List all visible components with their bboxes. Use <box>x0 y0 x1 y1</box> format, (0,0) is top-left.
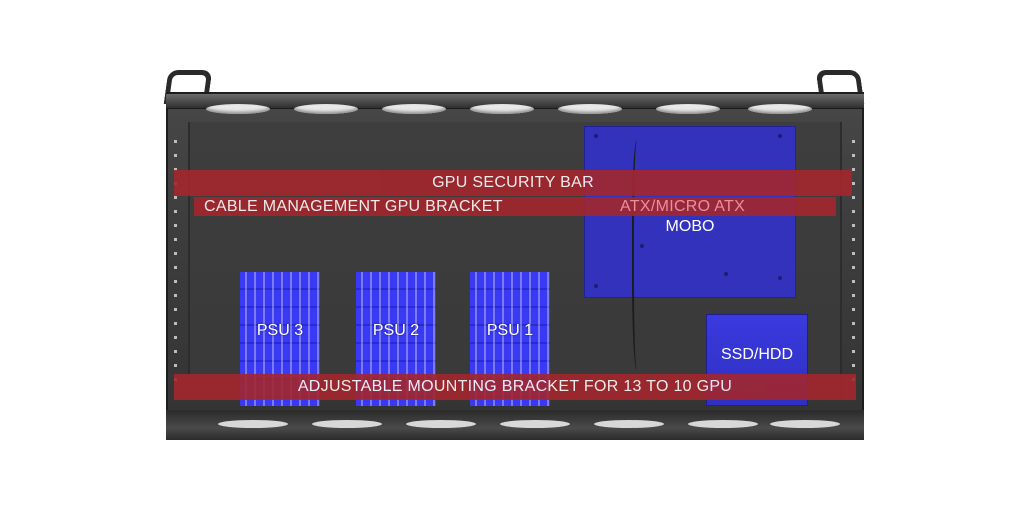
bottom-opening <box>770 420 840 428</box>
mounting-bracket-label: ADJUSTABLE MOUNTING BRACKET FOR 13 TO 10… <box>297 378 733 395</box>
adjustable-mounting-bracket: ADJUSTABLE MOUNTING BRACKET FOR 13 TO 10… <box>174 374 856 400</box>
fan-opening <box>748 104 812 114</box>
bottom-opening <box>688 420 758 428</box>
standoff-hole <box>778 276 782 280</box>
fan-opening <box>294 104 358 114</box>
fan-opening <box>470 104 534 114</box>
psu-1-label: PSU 1 <box>486 322 534 339</box>
gpu-security-bar: GPU SECURITY BAR <box>174 170 852 196</box>
bottom-opening <box>500 420 570 428</box>
atx-form-factor-label: ATX/MICRO ATX <box>620 197 746 215</box>
psu-2-label: PSU 2 <box>372 322 420 339</box>
mobo-label: MOBO <box>665 218 715 235</box>
bottom-opening <box>312 420 382 428</box>
fan-opening <box>656 104 720 114</box>
left-mounting-holes <box>174 140 177 390</box>
right-mounting-holes <box>852 140 855 390</box>
cable-management-bracket: CABLE MANAGEMENT GPU BRACKET ATX/MICRO A… <box>194 197 836 216</box>
gpu-security-bar-label: GPU SECURITY BAR <box>432 174 594 191</box>
cable-management-label: CABLE MANAGEMENT GPU BRACKET <box>204 197 503 215</box>
standoff-hole <box>594 134 598 138</box>
standoff-hole <box>778 134 782 138</box>
standoff-hole <box>724 272 728 276</box>
standoff-hole <box>640 244 644 248</box>
bottom-opening <box>406 420 476 428</box>
standoff-hole <box>594 284 598 288</box>
fan-opening <box>558 104 622 114</box>
bottom-opening <box>218 420 288 428</box>
storage-label: SSD/HDD <box>720 346 793 363</box>
fan-opening <box>206 104 270 114</box>
power-cable <box>632 140 644 370</box>
fan-opening <box>382 104 446 114</box>
bottom-opening <box>594 420 664 428</box>
psu-3-label: PSU 3 <box>256 322 304 339</box>
